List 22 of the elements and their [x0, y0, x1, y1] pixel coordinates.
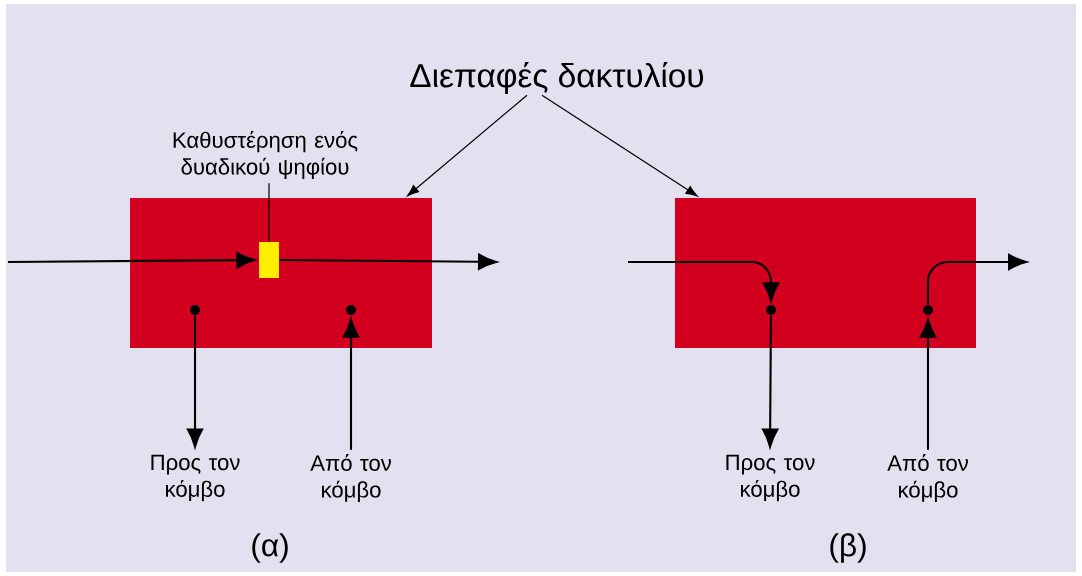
label-text: Προς τον κόμβο [726, 454, 815, 502]
signal-arrow [926, 253, 1028, 305]
signal-arrow [628, 260, 780, 302]
signal-arrow [342, 318, 360, 450]
leader-line [268, 182, 270, 242]
leader-line [541, 94, 698, 197]
title-text: Διεπαφές δακτυλίου [410, 61, 704, 95]
panel-label: (α) [252, 533, 288, 563]
signal-arrow [8, 252, 256, 269]
label-text: Από τον κόμβο [310, 454, 391, 502]
interface-box [675, 198, 976, 348]
panel-label: (β) [830, 533, 866, 563]
signal-arrow [186, 315, 204, 448]
label-text: Καθυστέρηση ενός δυαδικού ψηφίου [173, 131, 358, 179]
delay-block [259, 242, 279, 278]
signal-arrow [279, 253, 498, 270]
label-text: Από τον κόμβο [887, 454, 968, 502]
label-text: Προς τον κόμβο [151, 454, 240, 502]
leader-line [407, 94, 528, 197]
signal-arrow [919, 318, 937, 450]
signal-arrow [762, 315, 779, 448]
interface-box [130, 198, 432, 348]
